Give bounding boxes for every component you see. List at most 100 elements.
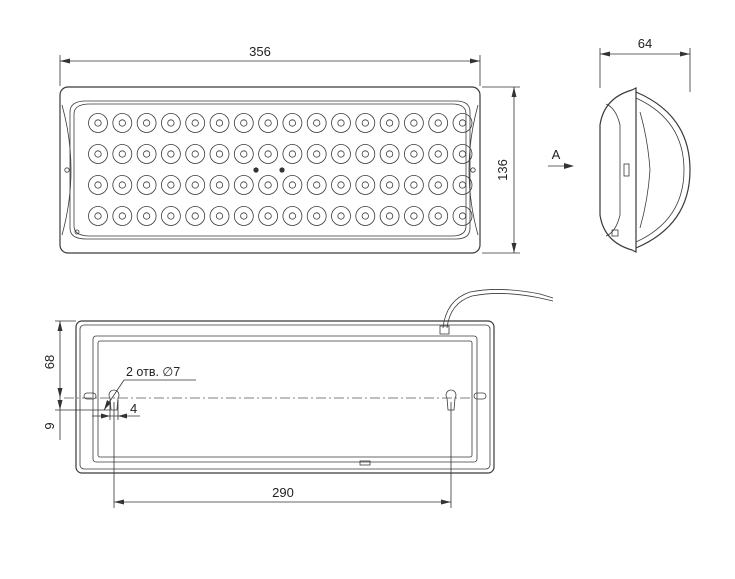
led-lens — [258, 144, 279, 164]
led-diode — [118, 212, 126, 220]
led-lens — [282, 175, 303, 195]
led-lens — [282, 144, 303, 164]
led-lens — [452, 175, 473, 195]
led-lens — [282, 113, 303, 133]
mounting-hole-right — [445, 389, 457, 411]
led-lens — [258, 175, 279, 195]
dim-side-depth: 64 — [599, 36, 691, 92]
led-lens — [136, 144, 157, 164]
side-view — [599, 87, 691, 253]
led-diode — [458, 150, 467, 158]
led-lens — [306, 113, 327, 133]
side-back-plate — [599, 87, 637, 253]
led-diode — [434, 119, 442, 127]
led-diode — [143, 150, 151, 158]
led-diode — [191, 150, 199, 158]
led-lens — [331, 113, 351, 133]
led-lens — [112, 113, 133, 133]
dim-top-width: 356 — [59, 44, 481, 86]
led-lens — [428, 206, 449, 226]
led-diode — [94, 181, 102, 189]
led-lens — [379, 144, 400, 164]
led-diode — [215, 212, 224, 220]
led-diode — [337, 150, 345, 158]
led-lens — [209, 175, 230, 195]
led-diode — [118, 119, 126, 127]
led-diode — [288, 181, 296, 189]
led-lens — [258, 113, 279, 133]
led-lens — [185, 206, 206, 226]
sensor-dot-left — [253, 167, 259, 173]
led-lens — [112, 175, 133, 195]
led-lens — [136, 206, 157, 226]
holes-note-label: 2 отв. ∅7 — [126, 365, 180, 379]
led-lens — [88, 144, 108, 164]
led-diode — [361, 150, 369, 158]
led-lens — [160, 144, 181, 164]
led-diode — [264, 150, 272, 158]
side-dome-lens — [635, 91, 691, 249]
led-diode — [434, 181, 442, 189]
led-diode — [118, 150, 126, 158]
led-lens — [355, 175, 376, 195]
led-diode — [167, 150, 175, 158]
led-diode — [240, 150, 248, 158]
led-diode — [240, 212, 248, 220]
led-diode — [167, 212, 175, 220]
led-lens — [428, 144, 449, 164]
dim-back-9-label: 9 — [42, 422, 57, 429]
dim-back-4-label: 4 — [130, 401, 137, 416]
led-diode — [458, 212, 467, 220]
led-lens — [403, 175, 424, 195]
led-diode — [458, 119, 467, 127]
led-lens — [379, 175, 400, 195]
led-lens — [355, 144, 376, 164]
led-diode — [94, 212, 102, 220]
dim-back-68: 68 — [42, 320, 76, 398]
led-diode — [313, 181, 321, 189]
led-lens — [355, 113, 376, 133]
led-diode — [385, 181, 394, 189]
led-lens — [403, 113, 424, 133]
led-diode — [385, 212, 394, 220]
led-lens — [379, 113, 400, 133]
led-diode — [361, 212, 369, 220]
led-lens — [88, 175, 108, 195]
front-right-screw — [470, 167, 476, 173]
led-lens — [160, 113, 181, 133]
led-diode — [385, 119, 394, 127]
led-lens — [185, 113, 206, 133]
led-diode — [410, 150, 418, 158]
led-diode — [434, 212, 442, 220]
led-diode — [94, 119, 102, 127]
led-lens — [209, 113, 230, 133]
led-lens — [452, 144, 473, 164]
led-diode — [167, 181, 175, 189]
led-diode — [337, 181, 345, 189]
led-lens — [306, 206, 327, 226]
sensor-dot-right — [279, 167, 285, 173]
led-lens — [428, 113, 449, 133]
view-arrow-label: A — [552, 147, 561, 162]
dim-top-width-label: 356 — [249, 44, 271, 59]
led-diode — [215, 150, 224, 158]
led-diode — [288, 212, 296, 220]
led-lens — [112, 206, 133, 226]
front-corner-screw — [74, 229, 80, 235]
led-lens — [185, 175, 206, 195]
led-diode — [288, 119, 296, 127]
led-diode — [337, 119, 345, 127]
led-lens — [112, 144, 133, 164]
led-diode — [191, 181, 199, 189]
front-lens-frame — [69, 100, 471, 240]
led-diode — [313, 150, 321, 158]
led-diode — [313, 119, 321, 127]
led-lens — [428, 175, 449, 195]
led-diode — [191, 212, 199, 220]
led-diode — [94, 150, 102, 158]
led-diode — [434, 150, 442, 158]
led-diode — [215, 119, 224, 127]
led-diode — [264, 119, 272, 127]
holes-note: 2 отв. ∅7 — [103, 365, 196, 411]
